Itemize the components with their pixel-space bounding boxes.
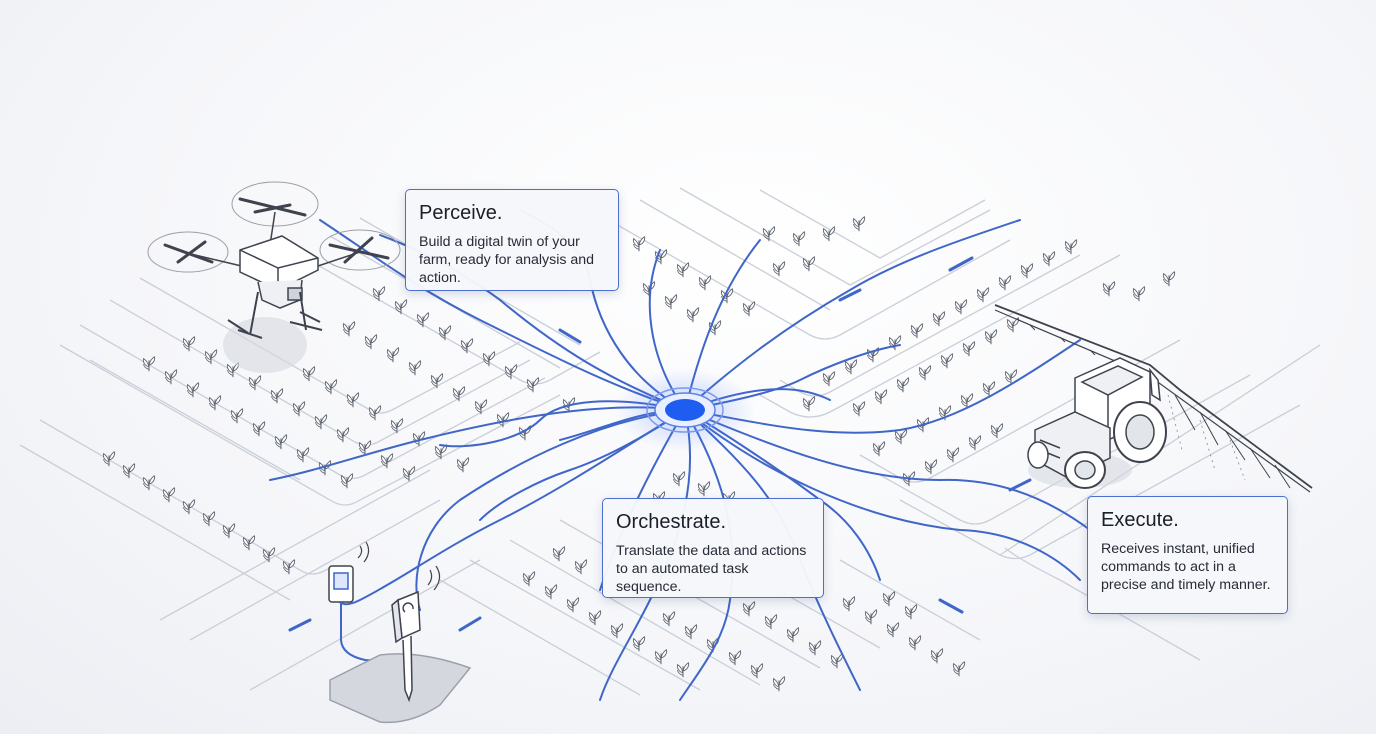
tractor-sprayer-icon xyxy=(994,304,1313,493)
orchestration-hub xyxy=(615,368,755,452)
execute-title: Execute. xyxy=(1101,509,1179,531)
soil-probe-icon xyxy=(329,565,472,724)
perceive-description: Build a digital twin of your farm, ready… xyxy=(419,234,595,286)
perceive-title: Perceive. xyxy=(419,202,503,224)
orchestrate-title: Orchestrate. xyxy=(616,511,727,533)
sensor-icon xyxy=(328,541,396,663)
execute-description: Receives instant, unified commands to ac… xyxy=(1101,541,1271,593)
orchestrate-callout: Orchestrate. Translate the data and acti… xyxy=(602,498,824,598)
orchestrate-description: Translate the data and actions to an aut… xyxy=(616,543,807,595)
perceive-callout: Perceive. Build a digital twin of your f… xyxy=(405,189,619,291)
flow-arrows xyxy=(288,256,1032,632)
drone-icon xyxy=(147,181,401,373)
execute-callout: Execute. Receives instant, unified comma… xyxy=(1087,496,1288,614)
